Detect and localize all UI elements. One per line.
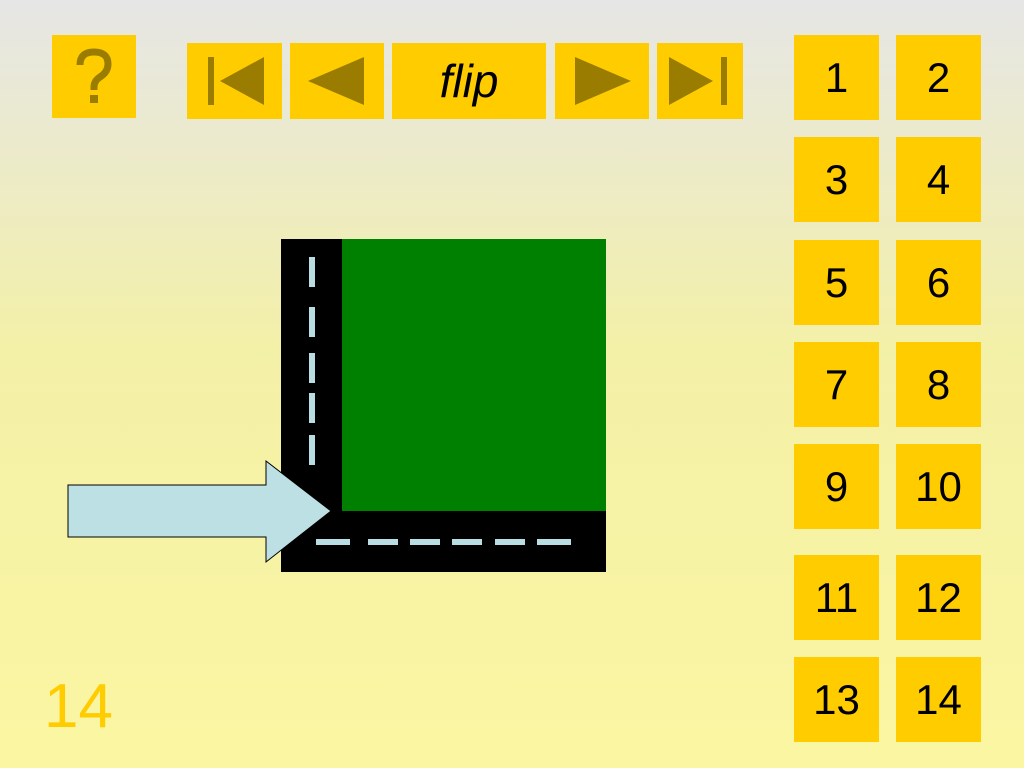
first-slide-button[interactable] [187,43,282,119]
flip-button[interactable]: flip [392,43,546,119]
slide-number: 14 [44,672,113,741]
question-mark-icon [76,47,112,103]
page-button-2[interactable]: 2 [896,35,981,120]
next-triangle-icon [575,57,631,105]
page-button-label: 1 [824,53,849,101]
skip-to-last-icon [669,57,727,105]
page-button-label: 10 [915,462,962,510]
page-button-14[interactable]: 14 [896,657,981,742]
vertical-road-markings [309,257,315,465]
page-button-6[interactable]: 6 [896,240,981,325]
last-slide-button[interactable] [657,43,743,119]
page-button-label: 11 [814,573,859,621]
skip-to-first-icon [207,57,264,105]
page-button-1[interactable]: 1 [794,35,879,120]
page-button-label: 2 [926,53,951,101]
page-button-9[interactable]: 9 [794,444,879,529]
page-button-label: 3 [824,155,849,203]
right-arrow [67,459,332,564]
previous-triangle-icon [308,57,364,105]
page-button-label: 12 [915,573,962,621]
page-button-label: 13 [813,675,860,723]
horizontal-road-markings [316,539,571,545]
next-slide-button[interactable] [555,43,649,119]
page-button-11[interactable]: 11 [794,555,879,640]
page-button-5[interactable]: 5 [794,240,879,325]
page-button-label: 7 [824,360,849,408]
help-button[interactable] [52,35,136,118]
page-button-13[interactable]: 13 [794,657,879,742]
page-button-label: 4 [926,155,951,203]
page-button-12[interactable]: 12 [896,555,981,640]
page-button-label: 6 [926,258,951,306]
previous-slide-button[interactable] [290,43,384,119]
page-button-label: 9 [824,462,849,510]
green-square [342,239,606,511]
page-button-4[interactable]: 4 [896,137,981,222]
page-button-label: 14 [915,675,962,723]
page-button-label: 5 [824,258,849,306]
flip-label: flip [439,55,499,107]
page-button-label: 8 [926,360,951,408]
page-button-8[interactable]: 8 [896,342,981,427]
page-button-10[interactable]: 10 [896,444,981,529]
page-button-7[interactable]: 7 [794,342,879,427]
page-button-3[interactable]: 3 [794,137,879,222]
